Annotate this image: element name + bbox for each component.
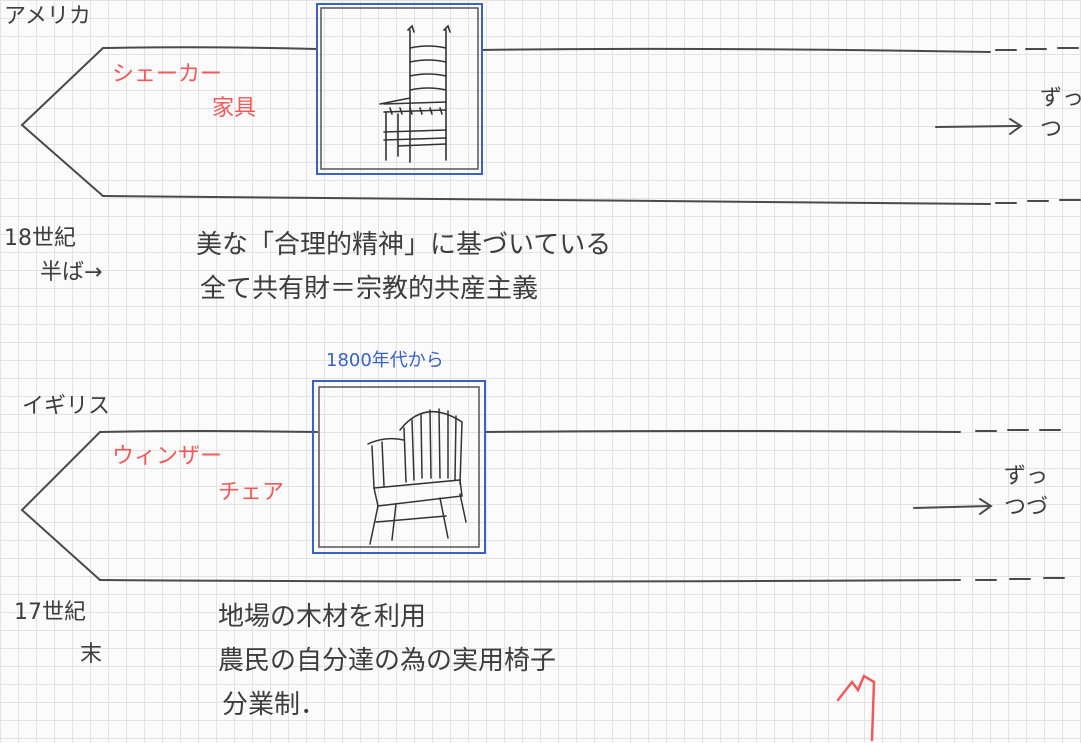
era-label-top-line2: 半ば→ [40,260,103,285]
era-label-bottom-line2: 末 [80,642,103,667]
note-bottom-line1: 地場の木材を利用 [218,602,427,632]
note-top-line2: 全て共有財＝宗教的共産主義 [200,274,539,304]
date-caption: 1800年代から [326,350,444,371]
continues-text-bottom: ずっ つづ [1004,464,1049,520]
note-top-line1: 美な「合理的精神」に基づいている [196,230,612,260]
note-bottom-line2: 農民の自分達の為の実用椅子 [218,646,557,676]
windsor-chair-frame [312,380,486,554]
style-name-windsor-line2: チェア [218,480,285,505]
ladder-back-chair-sketch [379,24,451,163]
america-timeline-band [20,46,1081,205]
windsor-chair-sketch [367,408,467,545]
england-timeline-band [20,429,1065,583]
note-bottom-line3: 分業制． [222,690,327,720]
continues-text-top: ずっ つ [1040,86,1081,142]
era-label-top-line1: 18世紀 [4,226,76,251]
style-name-shaker-line1: シェーカー [112,62,223,87]
style-name-windsor-line1: ウィンザー [112,444,223,469]
country-label-america: アメリカ [4,4,91,29]
page-mark [836,674,876,742]
style-name-shaker-line2: 家具 [212,96,257,121]
country-label-england: イギリス [22,394,111,419]
page-number: 1 [846,690,847,691]
shaker-chair-frame [316,3,483,175]
era-label-bottom-line1: 17世紀 [14,600,86,625]
